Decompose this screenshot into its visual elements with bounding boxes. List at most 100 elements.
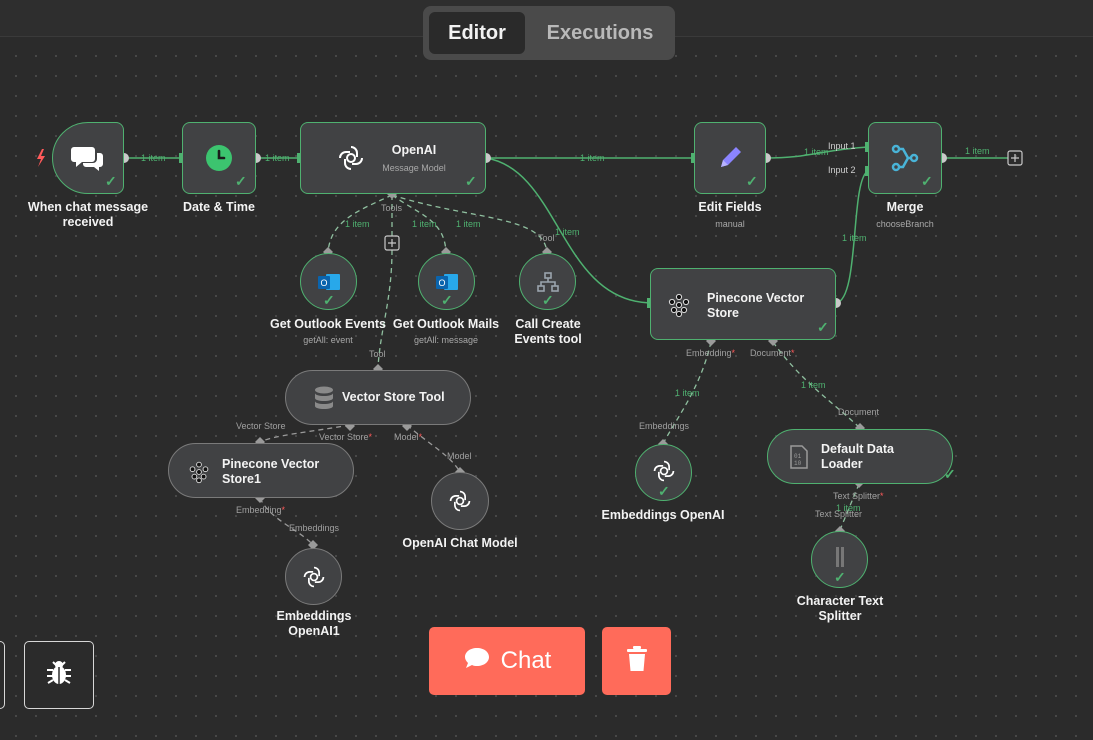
side-panel-button[interactable] — [0, 641, 5, 709]
tab-editor[interactable]: Editor — [429, 12, 525, 54]
success-check-icon: ✓ — [746, 173, 758, 189]
debug-button[interactable] — [24, 641, 94, 709]
port-label-document-in: Document — [838, 407, 880, 417]
edge-label: 1 item — [555, 227, 580, 237]
node-label: When chat message received — [27, 200, 149, 229]
port-label-embedding: Embedding* — [236, 505, 286, 515]
tab-executions[interactable]: Executions — [546, 21, 654, 44]
port-label-text-splitter: Text Splitter* — [833, 491, 884, 501]
openai-icon — [651, 458, 677, 484]
node-title: Default Data Loader — [821, 442, 894, 471]
node-label: Get Outlook Events — [270, 317, 386, 331]
node-label: Embeddings OpenAI — [601, 508, 725, 522]
svg-text:10: 10 — [794, 460, 802, 467]
success-check-icon: ✓ — [105, 173, 117, 189]
port-label-vector-store-in: Vector Store — [236, 421, 286, 431]
node-merge[interactable]: ✓ — [868, 122, 942, 194]
svg-text:01: 01 — [794, 453, 802, 460]
outlook-icon: O — [316, 269, 342, 295]
node-call-create-events-tool[interactable]: ✓ — [519, 253, 576, 310]
svg-text:O: O — [320, 278, 327, 288]
node-label: Character Text Splitter — [796, 594, 884, 623]
success-check-icon: ✓ — [323, 292, 335, 308]
node-subtitle: getAll: message — [413, 335, 479, 345]
node-openai[interactable]: OpenAI Message Model ✓ — [300, 122, 486, 194]
node-embeddings-openai[interactable]: ✓ — [635, 444, 692, 501]
node-subtitle: getAll: event — [303, 335, 353, 345]
node-edit-fields[interactable]: ✓ — [694, 122, 766, 194]
success-check-icon: ✓ — [465, 173, 477, 189]
node-label: Embeddings OpenAI1 — [276, 609, 352, 638]
success-check-icon: ✓ — [441, 292, 453, 308]
port-label-document: Document* — [750, 348, 795, 358]
port-label-tools: Tools — [381, 203, 403, 213]
edge-label: 1 item — [141, 153, 166, 163]
node-title: Pinecone Vector Store1 — [222, 457, 320, 486]
openai-icon — [301, 564, 327, 590]
node-embeddings-openai1[interactable] — [285, 548, 342, 605]
node-title: Vector Store Tool — [342, 390, 445, 404]
port-label-model: Model* — [394, 432, 423, 442]
workflow-icon — [535, 269, 561, 295]
node-subtitle: Message Model — [382, 163, 446, 173]
node-label: OpenAI Chat Model — [402, 536, 518, 550]
node-openai-chat-model[interactable] — [431, 472, 489, 530]
node-date-time[interactable]: ✓ — [182, 122, 256, 194]
database-icon — [310, 384, 338, 412]
clock-icon — [204, 143, 234, 173]
port-label-embeddings: Embeddings — [639, 421, 690, 431]
merge-input-2: Input 2 — [828, 165, 856, 175]
node-label: Edit Fields — [698, 200, 762, 214]
delete-button[interactable] — [602, 627, 671, 695]
text-splitter-icon — [827, 544, 853, 570]
edge-label: 1 item — [265, 153, 290, 163]
node-label: Date & Time — [182, 200, 255, 214]
port-label-embedding: Embedding* — [686, 348, 736, 358]
node-label: Get Outlook Mails — [392, 317, 500, 331]
node-vector-store-tool[interactable]: Vector Store Tool — [285, 370, 471, 425]
success-check-icon: ✓ — [817, 319, 829, 335]
node-character-text-splitter[interactable]: ✓ — [811, 531, 868, 588]
edge-label: 1 item — [345, 219, 370, 229]
pencil-icon — [713, 141, 747, 175]
port-label-model-in: Model — [447, 451, 472, 461]
merge-branch-icon — [889, 142, 921, 174]
node-pinecone-vector-store1[interactable]: Pinecone Vector Store1 — [168, 443, 354, 498]
success-check-icon: ✓ — [658, 483, 670, 499]
edge-label: 1 item — [836, 503, 861, 513]
openai-icon — [336, 143, 366, 173]
port-label-vector-store: Vector Store* — [319, 432, 373, 442]
edge-label: 1 item — [412, 219, 437, 229]
trash-icon — [625, 645, 649, 678]
node-get-outlook-events[interactable]: O ✓ — [300, 253, 357, 310]
outlook-icon: O — [434, 269, 460, 295]
edge-label: 1 item — [456, 219, 481, 229]
success-check-icon: ✓ — [834, 569, 846, 585]
pinecone-icon — [665, 291, 693, 319]
edge-label: 1 item — [804, 147, 829, 157]
node-title: Pinecone Vector Store — [707, 291, 805, 320]
success-check-icon: ✓ — [944, 466, 956, 482]
node-subtitle: chooseBranch — [876, 219, 934, 229]
bug-icon — [44, 658, 74, 693]
node-subtitle: manual — [715, 219, 745, 229]
svg-text:O: O — [438, 278, 445, 288]
edge-label: 1 item — [965, 146, 990, 156]
port-label-tool: Tool — [538, 233, 555, 243]
chat-button-label: Chat — [500, 647, 552, 674]
openai-icon — [447, 488, 473, 514]
node-label: Merge — [886, 200, 924, 214]
edge-label: 1 item — [842, 233, 867, 243]
success-check-icon: ✓ — [542, 292, 554, 308]
node-pinecone-vector-store[interactable]: Pinecone Vector Store ✓ — [650, 268, 836, 340]
chat-bubble-icon — [463, 645, 491, 678]
chat-button[interactable]: Chat — [429, 627, 585, 695]
node-get-outlook-mails[interactable]: O ✓ — [418, 253, 475, 310]
node-chat-trigger[interactable]: ✓ — [52, 122, 124, 194]
view-tabs: Editor Executions — [423, 6, 675, 60]
edge-label: 1 item — [580, 153, 605, 163]
port-label-tool: Tool — [369, 349, 386, 359]
chat-bubbles-icon — [71, 143, 105, 173]
